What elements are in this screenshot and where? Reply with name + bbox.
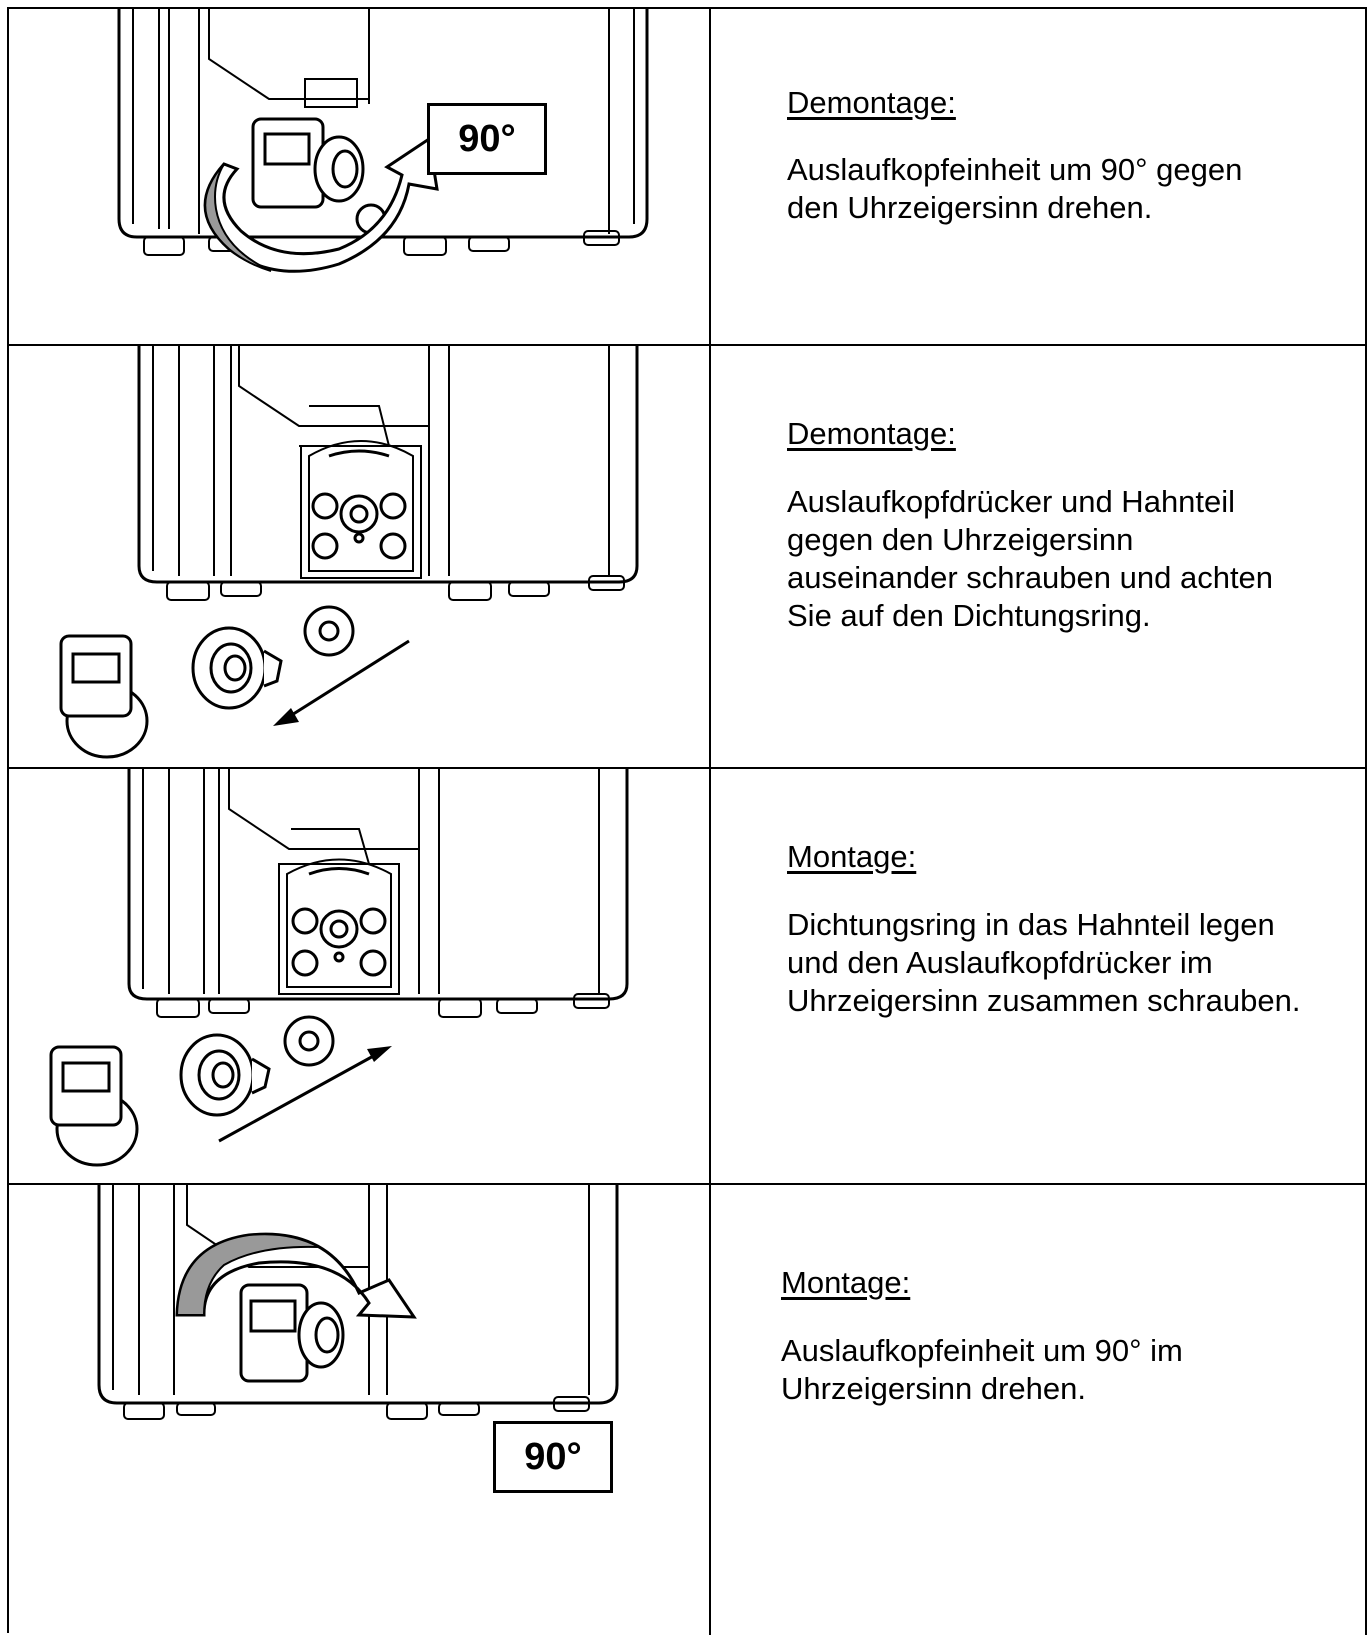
step-row-3: Montage: Dichtungsring in das Hahnteil l… (9, 769, 1367, 1185)
step-4-heading: Montage: (781, 1265, 910, 1301)
step-1-text-cell: Demontage: Auslaufkopfeinheit um 90° geg… (711, 9, 1367, 346)
dispenser-assemble-parts-illustration (9, 769, 709, 1183)
step-row-1: 90° Demontage: Auslaufkopfeinheit um 90°… (9, 9, 1367, 346)
step-2-illustration-cell (9, 346, 711, 769)
step-row-4: 90° Montage: Auslaufkopfeinheit um 90° i… (9, 1185, 1367, 1635)
step-row-2: Demontage: Auslaufkopfdrücker und Hahnte… (9, 346, 1367, 769)
step-2-text-cell: Demontage: Auslaufkopfdrücker und Hahnte… (711, 346, 1367, 769)
dispenser-rotate-counterclockwise-illustration (9, 9, 709, 344)
rotation-angle-badge: 90° (427, 103, 547, 175)
step-3-heading: Montage: (787, 839, 916, 875)
step-3-illustration-cell (9, 769, 711, 1185)
step-1-instruction: Auslaufkopfeinheit um 90° gegen den Uhrz… (787, 151, 1242, 227)
instruction-table: 90° Demontage: Auslaufkopfeinheit um 90°… (7, 7, 1367, 1633)
step-3-text-cell: Montage: Dichtungsring in das Hahnteil l… (711, 769, 1367, 1185)
step-1-heading: Demontage: (787, 85, 956, 121)
step-2-instruction: Auslaufkopfdrücker und Hahnteil gegen de… (787, 483, 1273, 635)
step-4-text-cell: Montage: Auslaufkopfeinheit um 90° im Uh… (711, 1185, 1367, 1635)
step-3-instruction: Dichtungsring in das Hahnteil legen und … (787, 906, 1300, 1020)
step-2-heading: Demontage: (787, 416, 956, 452)
dispenser-disassembled-parts-illustration (9, 346, 709, 767)
step-4-instruction: Auslaufkopfeinheit um 90° im Uhrzeigersi… (781, 1332, 1183, 1408)
step-4-illustration-cell: 90° (9, 1185, 711, 1635)
step-1-illustration-cell: 90° (9, 9, 711, 346)
rotation-angle-badge: 90° (493, 1421, 613, 1493)
dispenser-rotate-clockwise-illustration (9, 1185, 709, 1635)
